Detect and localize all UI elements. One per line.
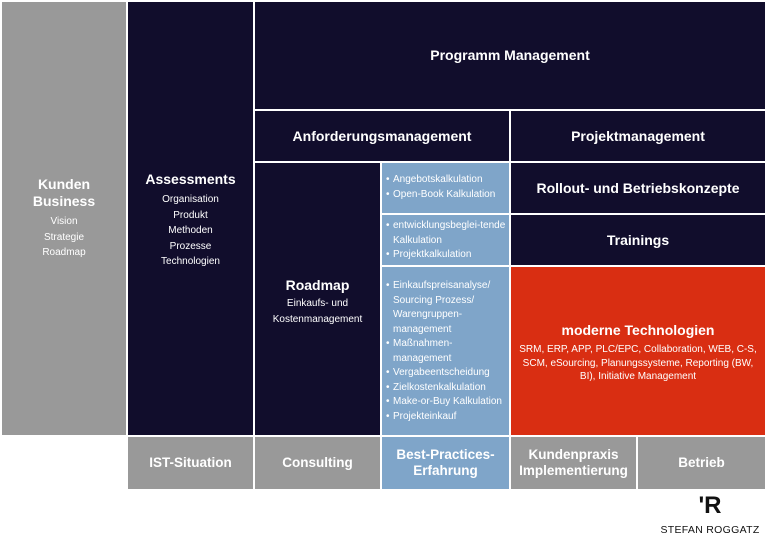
projektmanagement-title: Projektmanagement <box>571 127 705 144</box>
roadmap-block: Roadmap Einkaufs- und Kostenmanagement <box>255 163 380 435</box>
footer-best-practices: Best-Practices-Erfahrung <box>382 437 509 489</box>
projektmanagement-block: Projektmanagement <box>511 111 765 161</box>
footer-ist-situation: IST-Situation <box>128 437 253 489</box>
moderne-technologien-title: moderne Technologien <box>561 322 715 338</box>
assessments-item-methoden: Methoden <box>168 225 213 236</box>
kalkulation-item: Maßnahmen-management <box>382 337 509 366</box>
moderne-technologien-block: moderne Technologien SRM, ERP, APP, PLC/… <box>511 267 765 435</box>
kunden-business-column: Kunden Business Vision Strategie Roadmap <box>2 2 126 435</box>
stefan-roggatz-logo: 'R STEFAN ROGGATZ <box>652 492 768 543</box>
kunden-item-vision: Vision <box>50 216 78 228</box>
assessments-column: Assessments Organisation Produkt Methode… <box>128 2 253 435</box>
anforderungsmanagement-title: Anforderungsmanagement <box>292 127 472 144</box>
kunden-item-roadmap: Roadmap <box>42 247 86 259</box>
footer-ist-situation-label: IST-Situation <box>149 455 232 470</box>
assessments-item-organisation: Organisation <box>162 194 219 205</box>
kalkulation-block-1: Angebotskalkulation Open-Book Kalkulatio… <box>382 163 509 213</box>
kalkulation-item: Vergabeentscheidung <box>382 366 509 381</box>
assessments-title: Assessments <box>145 171 236 187</box>
kalkulation-item: Angebotskalkulation <box>382 173 509 188</box>
footer-best-practices-label: Best-Practices-Erfahrung <box>396 447 495 478</box>
programm-management-block: Programm Management <box>255 2 765 109</box>
kalkulation-item: Zielkostenkalkulation <box>382 381 509 396</box>
footer-betrieb-label: Betrieb <box>678 455 725 470</box>
kalkulation-item: entwicklungsbeglei-tende Kalkulation <box>382 219 509 248</box>
assessments-item-prozesse: Prozesse <box>169 240 212 252</box>
kalkulation-item: Make-or-Buy Kalkulation <box>382 395 509 410</box>
logo-name: STEFAN ROGGATZ <box>660 524 760 536</box>
kalkulation-item: Projektkalkulation <box>382 248 509 263</box>
rollout-title: Rollout- und Betriebskonzepte <box>536 179 740 196</box>
footer-betrieb: Betrieb <box>638 437 765 489</box>
trainings-block: Trainings <box>511 215 765 265</box>
footer-kundenpraxis: Kundenpraxis Implementierung <box>511 437 636 489</box>
trainings-title: Trainings <box>606 231 670 248</box>
footer-kundenpraxis-label: Kundenpraxis Implementierung <box>519 447 628 478</box>
kalkulation-item: Einkaufspreisanalyse/ Sourcing Prozess/ … <box>382 279 509 337</box>
assessments-item-technologien: Technologien <box>161 256 220 267</box>
kunden-item-strategie: Strategie <box>43 231 85 243</box>
moderne-technologien-text: SRM, ERP, APP, PLC/EPC, Collaboration, W… <box>519 344 757 382</box>
logo-mark: 'R <box>698 492 722 519</box>
roadmap-title: Roadmap <box>285 277 350 293</box>
programm-management-title: Programm Management <box>430 47 590 63</box>
kalkulation-item: Open-Book Kalkulation <box>382 188 509 203</box>
kalkulation-item: Projekteinkauf <box>382 410 509 425</box>
anforderungsmanagement-block: Anforderungsmanagement <box>255 111 509 161</box>
footer-consulting: Consulting <box>255 437 380 489</box>
kalkulation-block-2: entwicklungsbeglei-tende Kalkulation Pro… <box>382 215 509 265</box>
assessments-item-produkt: Produkt <box>173 209 208 221</box>
footer-consulting-label: Consulting <box>282 455 353 470</box>
kunden-business-title: Kunden Business <box>32 176 96 210</box>
rollout-block: Rollout- und Betriebskonzepte <box>511 163 765 213</box>
kalkulation-block-3: Einkaufspreisanalyse/ Sourcing Prozess/ … <box>382 267 509 435</box>
roadmap-subtitle: Einkaufs- und Kostenmanagement <box>272 298 363 325</box>
